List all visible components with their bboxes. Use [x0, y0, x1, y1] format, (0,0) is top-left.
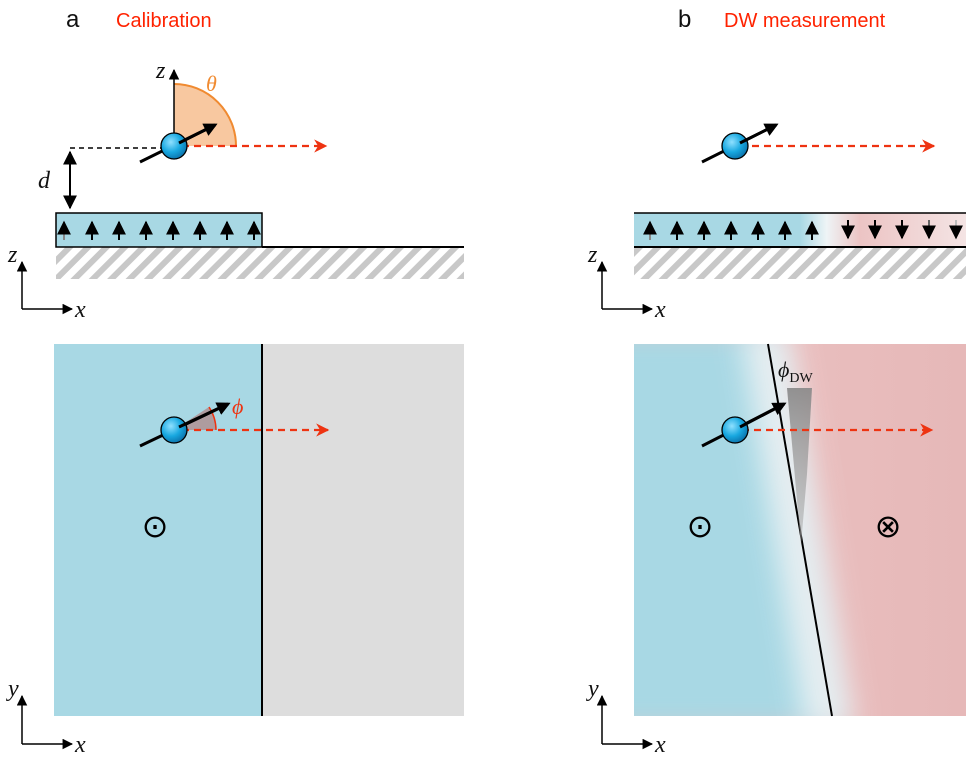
side-axes-a: z x — [7, 242, 86, 323]
out-of-plane-symbol-b: ⊙ — [687, 508, 714, 544]
top-axes-a: y x — [6, 676, 86, 758]
film-moments-b — [643, 220, 963, 240]
side-axis-z-label: z — [7, 242, 18, 268]
side-axis-x-label-b: x — [654, 297, 666, 323]
panel-a: a Calibration d z θ — [6, 6, 464, 758]
nv-spin-ball-icon — [701, 402, 787, 448]
theta-arc — [173, 83, 237, 147]
panel-a-letter: a — [66, 6, 80, 33]
top-axis-x-label: x — [74, 732, 86, 758]
nv-spin-ball-icon — [139, 123, 218, 164]
into-plane-symbol: ⊗ — [875, 508, 902, 544]
top-axis-y-label: y — [6, 676, 19, 702]
panel-b-title: DW measurement — [724, 10, 886, 32]
top-axis-y-label-b: y — [586, 676, 599, 702]
theta-label: θ — [206, 71, 217, 96]
magnetic-film — [55, 212, 263, 248]
side-axis-x-label: x — [74, 297, 86, 323]
top-axes-b: y x — [586, 676, 666, 758]
side-axis-z-label-b: z — [587, 242, 598, 268]
phi-arc — [208, 406, 217, 431]
theta-wedge — [174, 84, 236, 146]
sensor-z-label: z — [155, 58, 166, 84]
panel-b-letter: b — [678, 6, 691, 33]
phi-dw-wedge — [787, 388, 812, 545]
domain-wall-region — [742, 344, 853, 716]
nv-spin-ball-icon — [701, 123, 779, 164]
magnetic-film-b — [634, 213, 966, 247]
top-axis-x-label-b: x — [654, 732, 666, 758]
top-view-b — [634, 343, 966, 717]
distance-label: d — [38, 168, 51, 194]
out-of-plane-symbol: ⊙ — [142, 508, 169, 544]
substrate-hatch — [56, 247, 464, 279]
phi-dw-label: ϕDW — [778, 357, 814, 386]
substrate-hatch-b — [634, 247, 966, 279]
bare-substrate-region — [262, 344, 464, 716]
panel-a-title: Calibration — [116, 10, 212, 32]
panel-b: b DW measurement — [586, 6, 966, 758]
phi-label: ϕ — [232, 394, 243, 419]
film-moments — [57, 220, 261, 240]
nv-spin-ball-icon — [139, 402, 231, 448]
side-axes-b: z x — [587, 242, 666, 323]
